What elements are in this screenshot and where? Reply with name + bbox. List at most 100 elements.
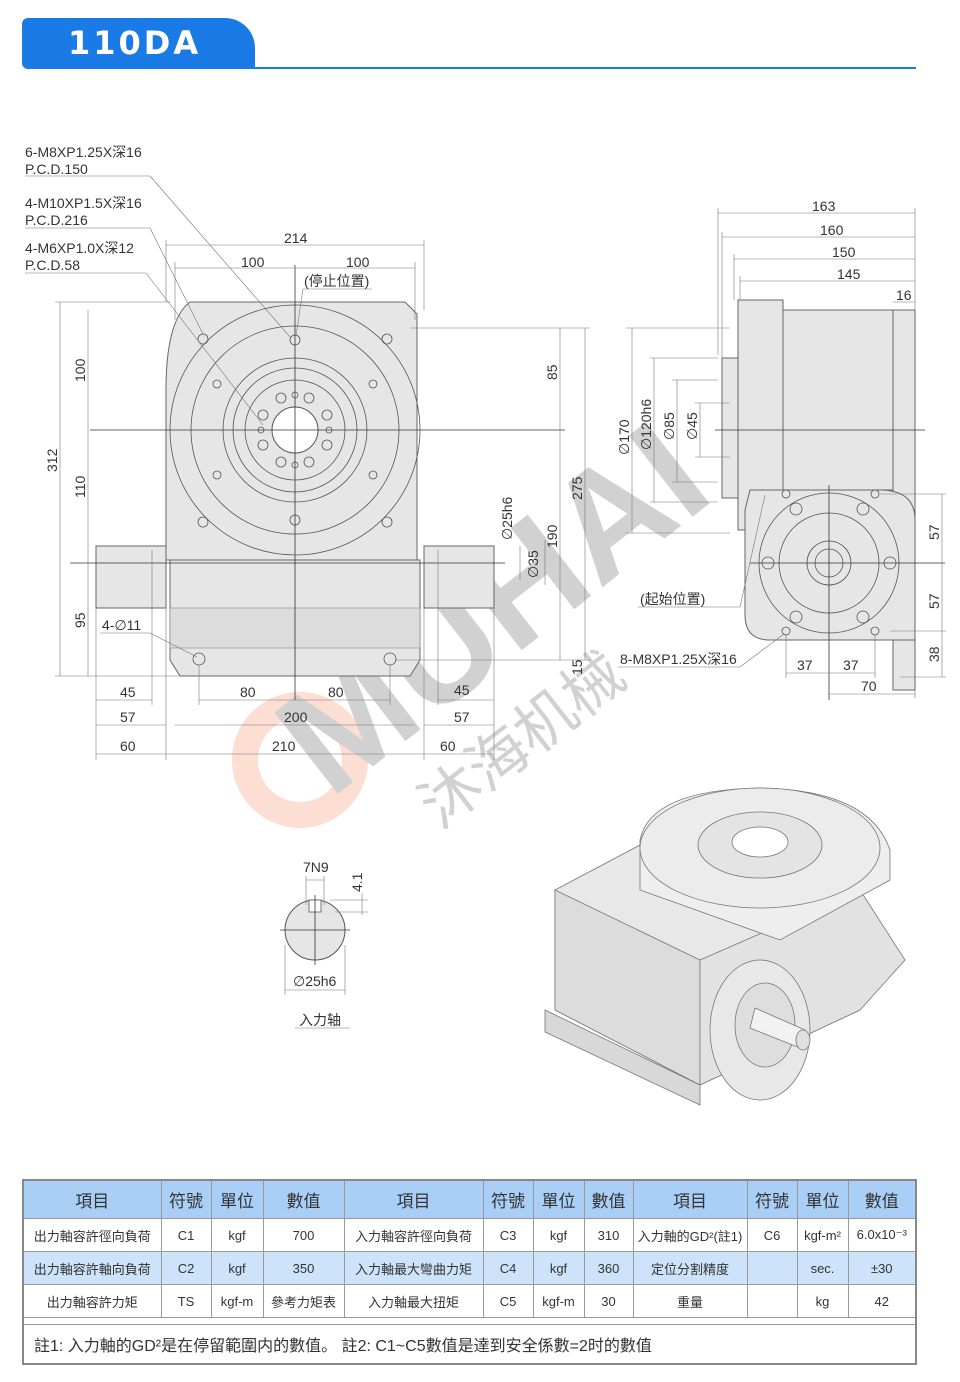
dim-190: 190 — [544, 524, 560, 548]
dim-16: 16 — [896, 287, 912, 303]
dim-85: 85 — [544, 364, 560, 380]
input-shaft-label: 入力轴 — [299, 1012, 341, 1028]
start-position-label: (起始位置) — [640, 591, 705, 607]
input-shaft-detail: 7N9 4.1 ∅25h6 入力轴 — [280, 859, 368, 1029]
cell: ±30 — [847, 1251, 917, 1285]
col-header: 單位 — [210, 1179, 264, 1219]
cell: 700 — [262, 1218, 345, 1252]
cell: 入力軸最大彎曲力矩 — [343, 1251, 484, 1285]
callout-m6-pcd: P.C.D.58 — [25, 257, 80, 273]
cell: 入力軸容許徑向負荷 — [343, 1218, 484, 1252]
dim-150: 150 — [832, 244, 856, 260]
mount-holes-label: 4-∅11 — [102, 617, 141, 633]
dim-214: 214 — [284, 230, 308, 246]
col-header: 數值 — [583, 1179, 634, 1219]
dim-100-right: 100 — [346, 254, 370, 270]
cell: C6 — [746, 1218, 798, 1252]
dim-160: 160 — [820, 222, 844, 238]
cell: 入力軸的GD²(註1) — [632, 1218, 748, 1252]
cell: kgf — [532, 1218, 585, 1252]
header-rule — [255, 67, 916, 69]
cell: 360 — [583, 1251, 634, 1285]
cell: kgf-m — [210, 1284, 264, 1318]
cell: 重量 — [632, 1284, 748, 1318]
dim-dia-170: ∅170 — [616, 419, 632, 455]
dim-80-left: 80 — [240, 684, 256, 700]
input-flange — [744, 489, 916, 641]
cell: 6.0x10⁻³ — [847, 1218, 917, 1252]
technical-drawing: MUHAI 沐海机械 — [25, 144, 946, 1106]
dim-dia-25h6: ∅25h6 — [499, 496, 515, 540]
cell: kgf-m — [532, 1284, 585, 1318]
cell: C3 — [482, 1218, 534, 1252]
cell — [746, 1251, 798, 1285]
cell: 入力軸最大扭矩 — [343, 1284, 484, 1318]
dim-37-right: 37 — [843, 657, 859, 673]
cell: sec. — [796, 1251, 849, 1285]
col-header: 符號 — [482, 1179, 534, 1219]
cell: 參考力矩表 — [262, 1284, 345, 1318]
cell: 出力軸容許徑向負荷 — [22, 1218, 162, 1252]
callout-m10-thread: 4-M10XP1.5X深16 — [25, 195, 142, 211]
side-callout-m8: 8-M8XP1.25X深16 — [620, 651, 737, 667]
col-header: 數值 — [262, 1179, 345, 1219]
callout-m8-thread: 6-M8XP1.25X深16 — [25, 144, 142, 160]
dim-275: 275 — [569, 476, 585, 500]
isometric-view — [544, 787, 906, 1106]
dim-dia-85: ∅85 — [661, 412, 677, 440]
dim-100-left: 100 — [241, 254, 265, 270]
dim-163: 163 — [812, 198, 836, 214]
table-header-row: 項目符號單位數值 項目符號單位數值 項目符號單位數值 — [22, 1179, 917, 1219]
dim-45-left: 45 — [120, 684, 136, 700]
dim-38: 38 — [926, 646, 942, 662]
callout-m10-pcd: P.C.D.216 — [25, 212, 88, 228]
cell: C1 — [160, 1218, 212, 1252]
dim-dia-45: ∅45 — [684, 412, 700, 440]
callout-m8-pcd: P.C.D.150 — [25, 161, 88, 177]
dim-15: 15 — [569, 659, 585, 675]
cell: C4 — [482, 1251, 534, 1285]
key-width-label: 7N9 — [303, 859, 329, 875]
dim-57-upper: 57 — [926, 524, 942, 540]
dim-210: 210 — [272, 738, 296, 754]
table-note-row: 註1: 入力軸的GD²是在停留範圍内的數值。 註2: C1~C5數值是達到安全係… — [22, 1324, 917, 1365]
right-shaft — [423, 545, 495, 609]
stop-position-label: (停止位置) — [304, 273, 369, 289]
dim-60-right: 60 — [440, 738, 456, 754]
cell: 30 — [583, 1284, 634, 1318]
cell: kgf — [210, 1218, 264, 1252]
col-header: 數值 — [847, 1179, 917, 1219]
dim-37-left: 37 — [797, 657, 813, 673]
left-shaft — [95, 545, 167, 609]
dim-57-left: 57 — [120, 709, 136, 725]
dim-100-vertical: 100 — [72, 358, 88, 382]
dim-dia-120h6: ∅120h6 — [638, 399, 654, 450]
col-header: 符號 — [746, 1179, 798, 1219]
col-header: 項目 — [632, 1179, 748, 1219]
shaft-dia-label: ∅25h6 — [293, 973, 337, 989]
table-spacer-row — [22, 1317, 917, 1325]
dim-145: 145 — [837, 266, 861, 282]
col-header: 項目 — [343, 1179, 484, 1219]
dim-200: 200 — [284, 709, 308, 725]
dim-dia-35: ∅35 — [525, 550, 541, 578]
cell: kgf — [210, 1251, 264, 1285]
dim-70: 70 — [861, 678, 877, 694]
model-title: 110DA — [68, 24, 202, 62]
cell: 310 — [583, 1218, 634, 1252]
dim-80-right: 80 — [328, 684, 344, 700]
dim-57-right: 57 — [454, 709, 470, 725]
cell: kgf — [532, 1251, 585, 1285]
key-depth-label: 4.1 — [349, 872, 365, 892]
dim-57-lower: 57 — [926, 593, 942, 609]
watermark-gear-icon — [232, 692, 368, 828]
cell: kgf-m² — [796, 1218, 849, 1252]
dim-95: 95 — [72, 612, 88, 628]
cell: C5 — [482, 1284, 534, 1318]
col-header: 單位 — [796, 1179, 849, 1219]
cell: 出力軸容許軸向負荷 — [22, 1251, 162, 1285]
dim-60-left: 60 — [120, 738, 136, 754]
col-header: 符號 — [160, 1179, 212, 1219]
